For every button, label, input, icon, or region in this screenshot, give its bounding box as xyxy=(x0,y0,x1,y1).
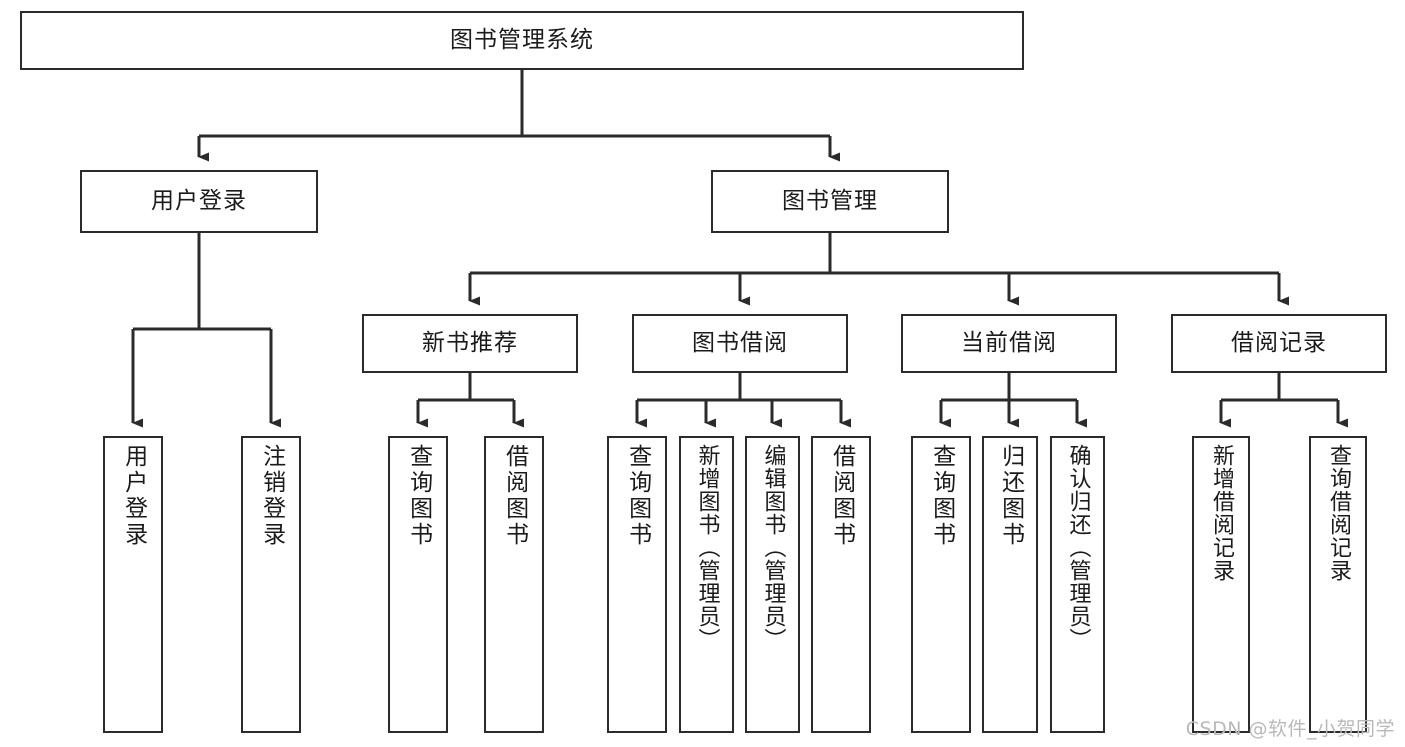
node-current-borrow-label: 当前借阅 xyxy=(961,329,1057,356)
node-leaf-return-book-label: 归还图书 xyxy=(997,444,1024,548)
node-leaf-add-book-admin-label: 新增图书（管理员） xyxy=(694,444,720,651)
node-borrow-record[interactable]: 借阅记录 xyxy=(1171,314,1387,373)
node-new-book-recommend-label: 新书推荐 xyxy=(422,329,518,356)
node-leaf-add-borrow-record[interactable]: 新增借阅记录 xyxy=(1192,436,1250,733)
node-leaf-confirm-return-admin-label: 确认归还（管理员） xyxy=(1065,444,1091,651)
node-leaf-query-borrow-record-label: 查询借阅记录 xyxy=(1325,444,1351,582)
node-leaf-edit-book-admin[interactable]: 编辑图书（管理员） xyxy=(745,436,800,733)
node-leaf-logout-label: 注销登录 xyxy=(258,444,285,548)
node-book-management-label: 图书管理 xyxy=(782,187,878,214)
node-leaf-borrow-book-label: 借阅图书 xyxy=(828,444,855,548)
node-book-borrow-label: 图书借阅 xyxy=(692,329,788,356)
node-leaf-current-query-book-label: 查询图书 xyxy=(928,444,955,548)
node-leaf-user-login-label: 用户登录 xyxy=(120,444,147,548)
node-root-book-management-system[interactable]: 图书管理系统 xyxy=(20,11,1024,70)
node-leaf-borrow-query-book-label: 查询图书 xyxy=(624,444,651,548)
node-root-label: 图书管理系统 xyxy=(450,26,594,53)
node-leaf-borrow-book[interactable]: 借阅图书 xyxy=(811,436,871,733)
node-book-borrow[interactable]: 图书借阅 xyxy=(632,314,848,373)
node-leaf-newbook-query-book-label: 查询图书 xyxy=(405,444,432,548)
node-book-management[interactable]: 图书管理 xyxy=(711,170,949,233)
node-leaf-newbook-borrow-book-label: 借阅图书 xyxy=(501,444,528,548)
node-leaf-newbook-query-book[interactable]: 查询图书 xyxy=(388,436,448,733)
node-leaf-logout[interactable]: 注销登录 xyxy=(241,436,301,733)
node-leaf-query-borrow-record[interactable]: 查询借阅记录 xyxy=(1309,436,1367,733)
node-leaf-borrow-query-book[interactable]: 查询图书 xyxy=(607,436,667,733)
node-new-book-recommend[interactable]: 新书推荐 xyxy=(362,314,578,373)
node-user-login-label: 用户登录 xyxy=(151,187,247,214)
node-leaf-add-borrow-record-label: 新增借阅记录 xyxy=(1208,444,1234,582)
node-leaf-current-query-book[interactable]: 查询图书 xyxy=(911,436,971,733)
node-leaf-return-book[interactable]: 归还图书 xyxy=(982,436,1038,733)
node-current-borrow[interactable]: 当前借阅 xyxy=(901,314,1117,373)
node-borrow-record-label: 借阅记录 xyxy=(1231,329,1327,356)
node-leaf-user-login[interactable]: 用户登录 xyxy=(103,436,163,733)
node-leaf-newbook-borrow-book[interactable]: 借阅图书 xyxy=(484,436,544,733)
node-leaf-add-book-admin[interactable]: 新增图书（管理员） xyxy=(679,436,734,733)
node-leaf-confirm-return-admin[interactable]: 确认归还（管理员） xyxy=(1050,436,1105,733)
node-leaf-edit-book-admin-label: 编辑图书（管理员） xyxy=(760,444,786,651)
node-user-login[interactable]: 用户登录 xyxy=(80,170,318,233)
